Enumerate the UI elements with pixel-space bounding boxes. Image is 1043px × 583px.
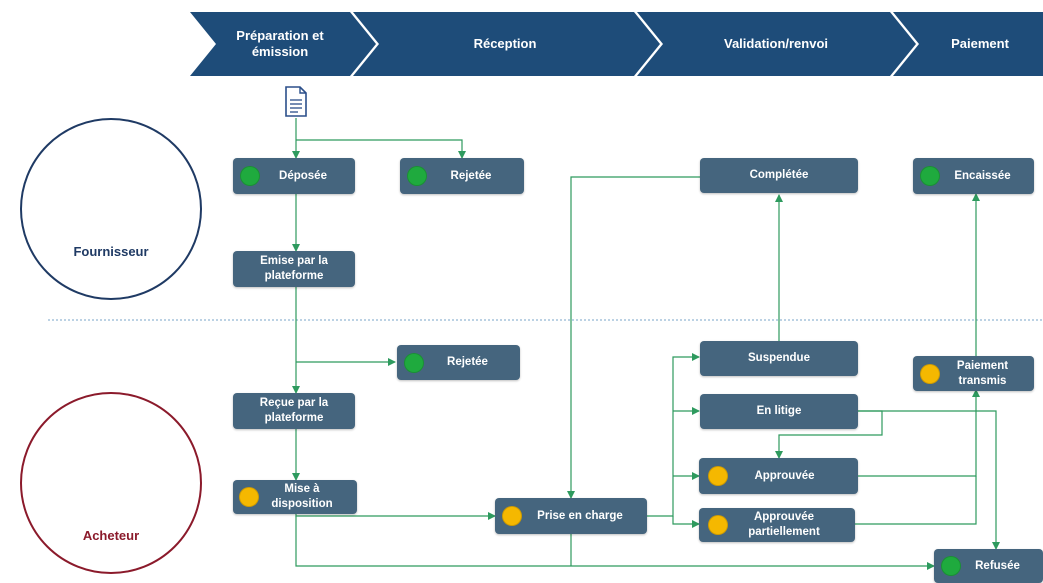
node-mise-disposition: Mise à disposition — [233, 480, 357, 514]
node-rejetee-2: Rejetée — [397, 345, 520, 380]
node-encaissee-label: Encaissée — [954, 169, 1011, 182]
status-dot-green — [407, 166, 427, 186]
role-supplier-label: Fournisseur — [73, 244, 149, 259]
connector-approuvee-paiement — [858, 389, 980, 477]
node-paiement-transmis-label: Paiement transmis — [956, 359, 1009, 387]
role-supplier: Fournisseur — [20, 118, 202, 300]
node-approuvee-partiellement: Approuvée partiellement — [699, 508, 855, 542]
node-completee: Complétée — [700, 158, 858, 193]
status-dot-green — [920, 166, 940, 186]
status-dot-green — [404, 353, 424, 373]
node-refusee: Refusée — [934, 549, 1043, 583]
connector-completee-prise — [567, 176, 700, 499]
phase-reception: Réception — [473, 36, 537, 51]
connectors — [292, 118, 1000, 570]
node-approuvee-partiellement-label: Approuvée partiellement — [748, 511, 820, 538]
node-paiement-transmis: Paiement transmis — [913, 356, 1034, 391]
connector-mise-refusee — [295, 516, 935, 570]
node-suspendue-label: Suspendue — [748, 352, 810, 364]
node-completee-label: Complétée — [749, 169, 809, 181]
connector-mise-prise — [295, 512, 496, 520]
node-suspendue: Suspendue — [700, 341, 858, 376]
node-rejetee-1: Rejetée — [400, 158, 524, 194]
node-recue-label: Reçue par la plateforme — [259, 397, 329, 424]
role-buyer: Acheteur — [20, 392, 202, 574]
node-recue: Reçue par la plateforme — [233, 393, 355, 429]
node-emise-label: Emise par la plateforme — [260, 255, 328, 282]
phase-paiement: Paiement — [951, 36, 1009, 51]
node-approuvee: Approuvée — [699, 458, 858, 494]
connector-prise-suspendue — [647, 353, 700, 517]
status-dot-green — [941, 556, 961, 576]
node-encaissee: Encaissée — [913, 158, 1034, 194]
phase-chevron-2 — [353, 12, 660, 76]
connector-prise-partielle — [672, 516, 700, 528]
connector-litige-refusee — [858, 410, 1000, 550]
status-dot-yellow — [239, 487, 259, 507]
phase-chevron-1 — [190, 12, 376, 76]
phase-validation-renvoi: Validation/renvoi — [723, 36, 829, 51]
status-dot-yellow — [708, 515, 728, 535]
status-dot-yellow — [502, 506, 522, 526]
status-dot-yellow — [708, 466, 728, 486]
node-rejetee-1-label: Rejetée — [450, 169, 492, 182]
connector-partielle-paiement — [855, 476, 977, 525]
node-approuvee-label: Approuvée — [754, 469, 815, 482]
node-rejetee-2-label: Rejetée — [447, 356, 488, 368]
role-buyer-label: Acheteur — [82, 528, 140, 543]
phase-preparation-emission: Préparation et émission — [236, 28, 324, 59]
document-icon — [285, 86, 307, 117]
connector-doc-rejetee — [296, 139, 466, 159]
node-en-litige-label: En litige — [756, 405, 802, 417]
node-prise-en-charge: Prise en charge — [495, 498, 647, 534]
node-deposee-label: Déposée — [279, 169, 327, 182]
phase-chevron-3 — [637, 12, 916, 76]
node-en-litige: En litige — [700, 394, 858, 429]
node-mise-disposition-label: Mise à disposition — [271, 483, 333, 510]
phase-chevron-4 — [893, 12, 1043, 76]
node-emise: Emise par la plateforme — [233, 251, 355, 287]
node-deposee: Déposée — [233, 158, 355, 194]
status-dot-yellow — [920, 364, 940, 384]
node-refusee-label: Refusée — [975, 559, 1020, 572]
status-dot-green — [240, 166, 260, 186]
node-prise-en-charge-label: Prise en charge — [537, 509, 623, 522]
